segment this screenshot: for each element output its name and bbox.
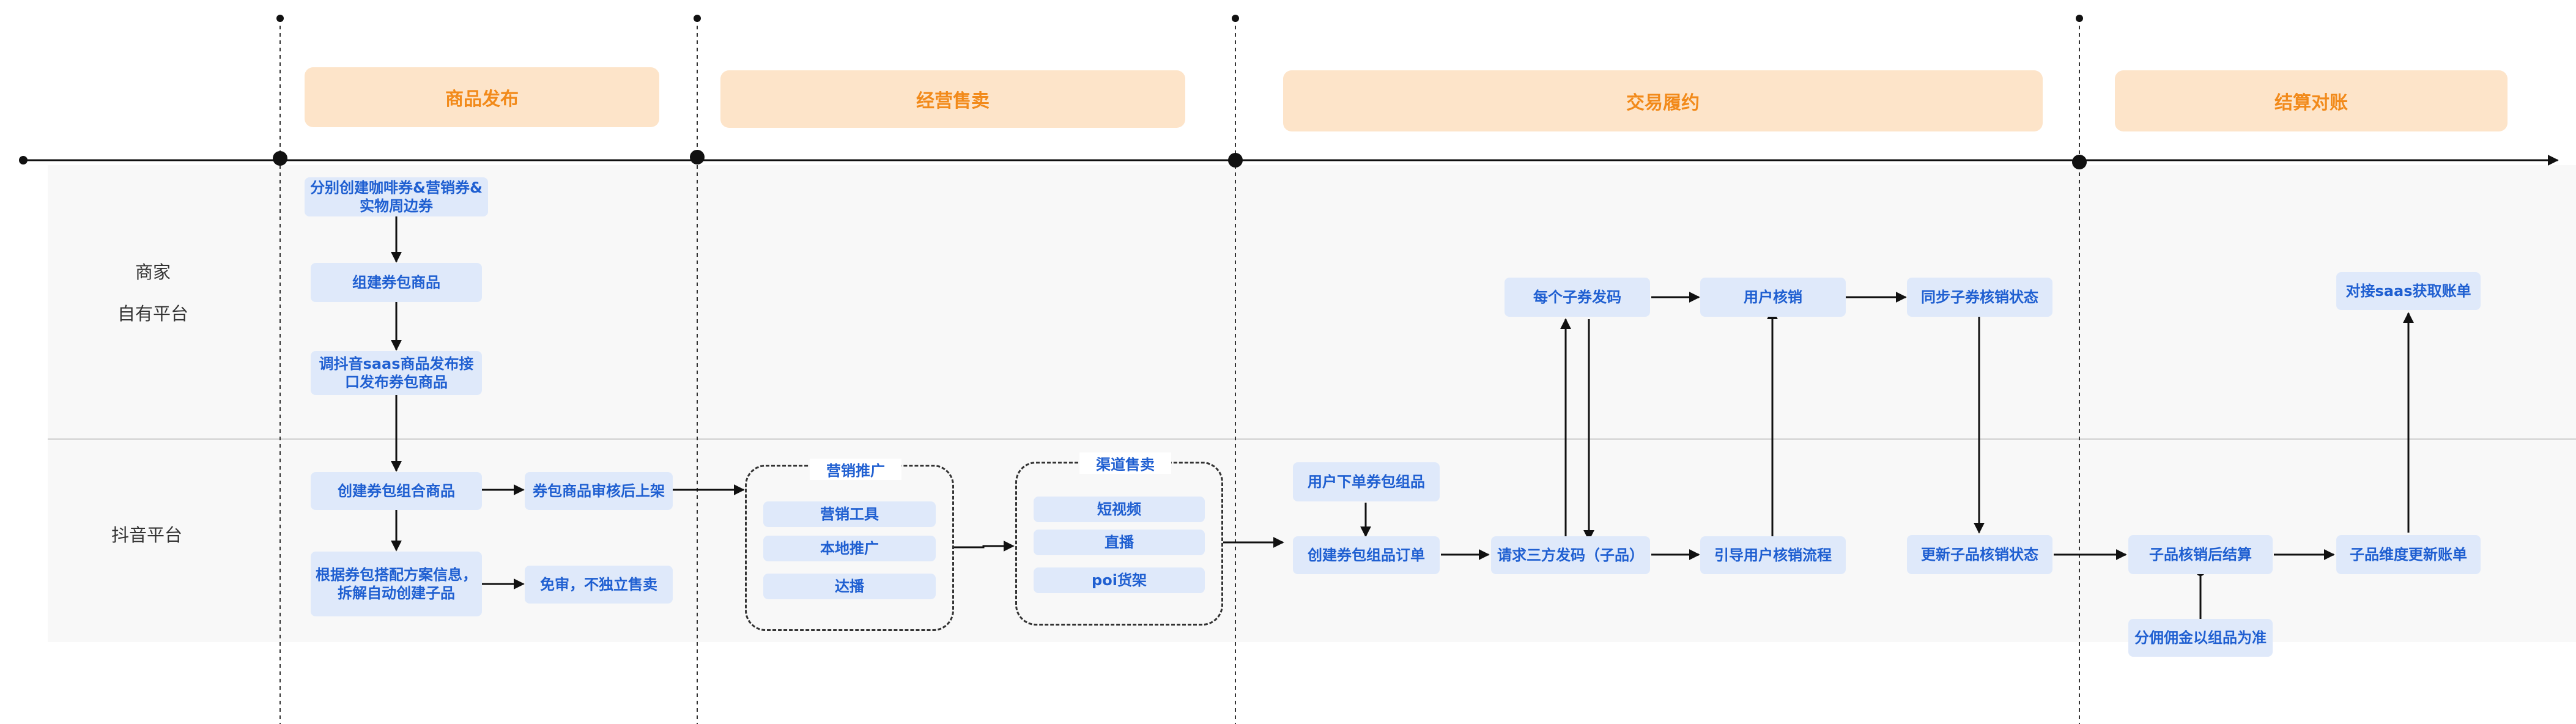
row-label-merchant: 商家: [135, 262, 171, 283]
node-poi: poi货架: [1034, 567, 1205, 593]
flow-arrows: [391, 216, 2414, 589]
node-guide-redeem: 引导用户核销流程: [1700, 536, 1846, 574]
node-update-status: 更新子品核销状态: [1907, 535, 2052, 574]
row-label-douyin: 抖音平台: [111, 525, 182, 545]
node-user-redeem: 用户核销: [1700, 278, 1846, 317]
node-child-issue: 每个子券发码: [1505, 278, 1650, 317]
group-marketing-title: 营销推广: [810, 459, 901, 480]
node-child-settle: 子品核销后结算: [2128, 535, 2273, 574]
node-short-video: 短视频: [1034, 497, 1205, 522]
phase-settle: 结算对账: [2115, 70, 2508, 131]
phase-fulfill: 交易履约: [1283, 70, 2043, 131]
node-call-api: 调抖音saas商品发布接口发布券包商品: [311, 351, 482, 395]
node-influencer: 达播: [763, 574, 936, 599]
node-review: 券包商品审核后上架: [525, 472, 673, 510]
group-channel-title: 渠道售卖: [1079, 452, 1171, 474]
node-no-review: 免审，不独立售卖: [525, 566, 673, 604]
node-user-order: 用户下单券包组品: [1293, 462, 1440, 501]
row-label-merchant-platform: 自有平台: [117, 303, 188, 324]
phase-operate: 经营售卖: [720, 70, 1185, 128]
node-sync-status: 同步子券核销状态: [1907, 278, 2052, 317]
node-build-bundle: 组建券包商品: [311, 263, 482, 302]
node-create-combo: 创建券包组合商品: [311, 472, 482, 510]
node-update-bill: 子品维度更新账单: [2336, 535, 2481, 574]
node-third-party-issue: 请求三方发码（子品）: [1491, 536, 1650, 574]
phase-publish: 商品发布: [305, 67, 659, 127]
node-commission: 分佣佣金以组品为准: [2128, 619, 2273, 657]
node-saas-bill: 对接saas获取账单: [2336, 272, 2481, 310]
node-live: 直播: [1034, 530, 1205, 555]
boundary-top-dots: [276, 15, 2083, 22]
node-marketing-tool: 营销工具: [763, 501, 936, 527]
node-local-promo: 本地推广: [763, 536, 936, 561]
node-create-coupons: 分别创建咖啡券&营销券&实物周边券: [305, 177, 488, 216]
timeline-points: [19, 150, 2087, 169]
node-split-children: 根据券包搭配方案信息，拆解自动创建子品: [311, 552, 482, 616]
phase-boundaries: [279, 18, 2080, 724]
node-create-order: 创建券包组品订单: [1293, 536, 1440, 574]
